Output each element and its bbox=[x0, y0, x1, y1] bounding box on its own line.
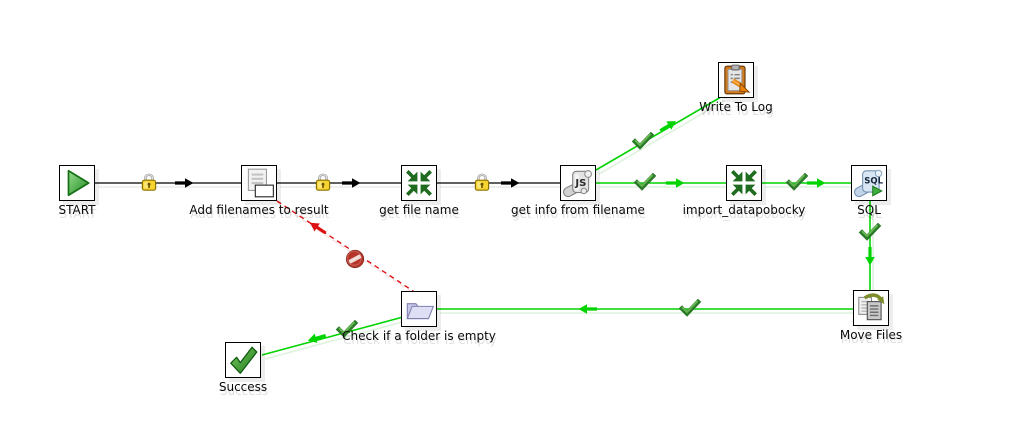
sql-icon[interactable]: SQL bbox=[851, 165, 887, 201]
checkmark-icon[interactable] bbox=[637, 175, 653, 188]
hop-check-folder-to-success[interactable] bbox=[261, 316, 404, 356]
node-start[interactable]: START bbox=[58, 165, 96, 217]
svg-text:JS: JS bbox=[574, 178, 586, 189]
node-get-info-from-filename[interactable]: JS get info from filename bbox=[511, 165, 645, 217]
padlock-icon[interactable] bbox=[474, 173, 490, 192]
node-check-folder-empty[interactable]: Check if a folder is empty bbox=[342, 291, 496, 343]
node-import-datapobocky[interactable]: import_datapobocky bbox=[683, 165, 805, 217]
start-icon[interactable] bbox=[59, 165, 95, 201]
success-icon[interactable] bbox=[225, 342, 261, 378]
padlock-icon[interactable] bbox=[141, 173, 157, 192]
javascript-icon[interactable]: JS bbox=[560, 165, 596, 201]
padlock-icon[interactable] bbox=[315, 173, 331, 192]
node-label: START bbox=[58, 203, 96, 217]
node-label: import_datapobocky bbox=[682, 203, 806, 217]
node-get-file-name[interactable]: get file name bbox=[379, 165, 459, 217]
no-entry-icon[interactable] bbox=[345, 249, 365, 269]
hop-get-info-to-write-to-log[interactable] bbox=[595, 96, 722, 171]
node-label: Success bbox=[218, 380, 268, 394]
node-label: Write To Log bbox=[699, 100, 773, 114]
add-filenames-icon[interactable] bbox=[241, 165, 277, 201]
arrow-icon bbox=[307, 218, 329, 237]
node-write-to-log[interactable]: Write To Log bbox=[699, 62, 773, 114]
node-label: Check if a folder is empty bbox=[342, 329, 496, 343]
node-move-files[interactable]: Move Files bbox=[840, 290, 902, 342]
move-files-icon[interactable] bbox=[853, 290, 889, 326]
transformation-icon[interactable] bbox=[401, 165, 437, 201]
checkmark-icon[interactable] bbox=[682, 301, 698, 314]
node-sql[interactable]: SQL SQL bbox=[851, 165, 887, 217]
checkmark-icon[interactable] bbox=[789, 175, 805, 188]
node-label: get info from filename bbox=[511, 203, 645, 217]
write-to-log-icon[interactable] bbox=[718, 62, 754, 98]
node-label: Move Files bbox=[839, 328, 903, 342]
svg-text:SQL: SQL bbox=[864, 177, 883, 187]
hop-check-folder-to-add-filenames[interactable] bbox=[276, 200, 417, 294]
node-add-filenames[interactable]: Add filenames to result bbox=[189, 165, 329, 217]
transformation-icon[interactable] bbox=[726, 165, 762, 201]
node-label: get file name bbox=[379, 203, 459, 217]
node-success[interactable]: Success bbox=[219, 342, 267, 394]
node-label: Add filenames to result bbox=[189, 203, 329, 217]
folder-icon[interactable] bbox=[401, 291, 437, 327]
node-label: SQL bbox=[857, 203, 881, 217]
